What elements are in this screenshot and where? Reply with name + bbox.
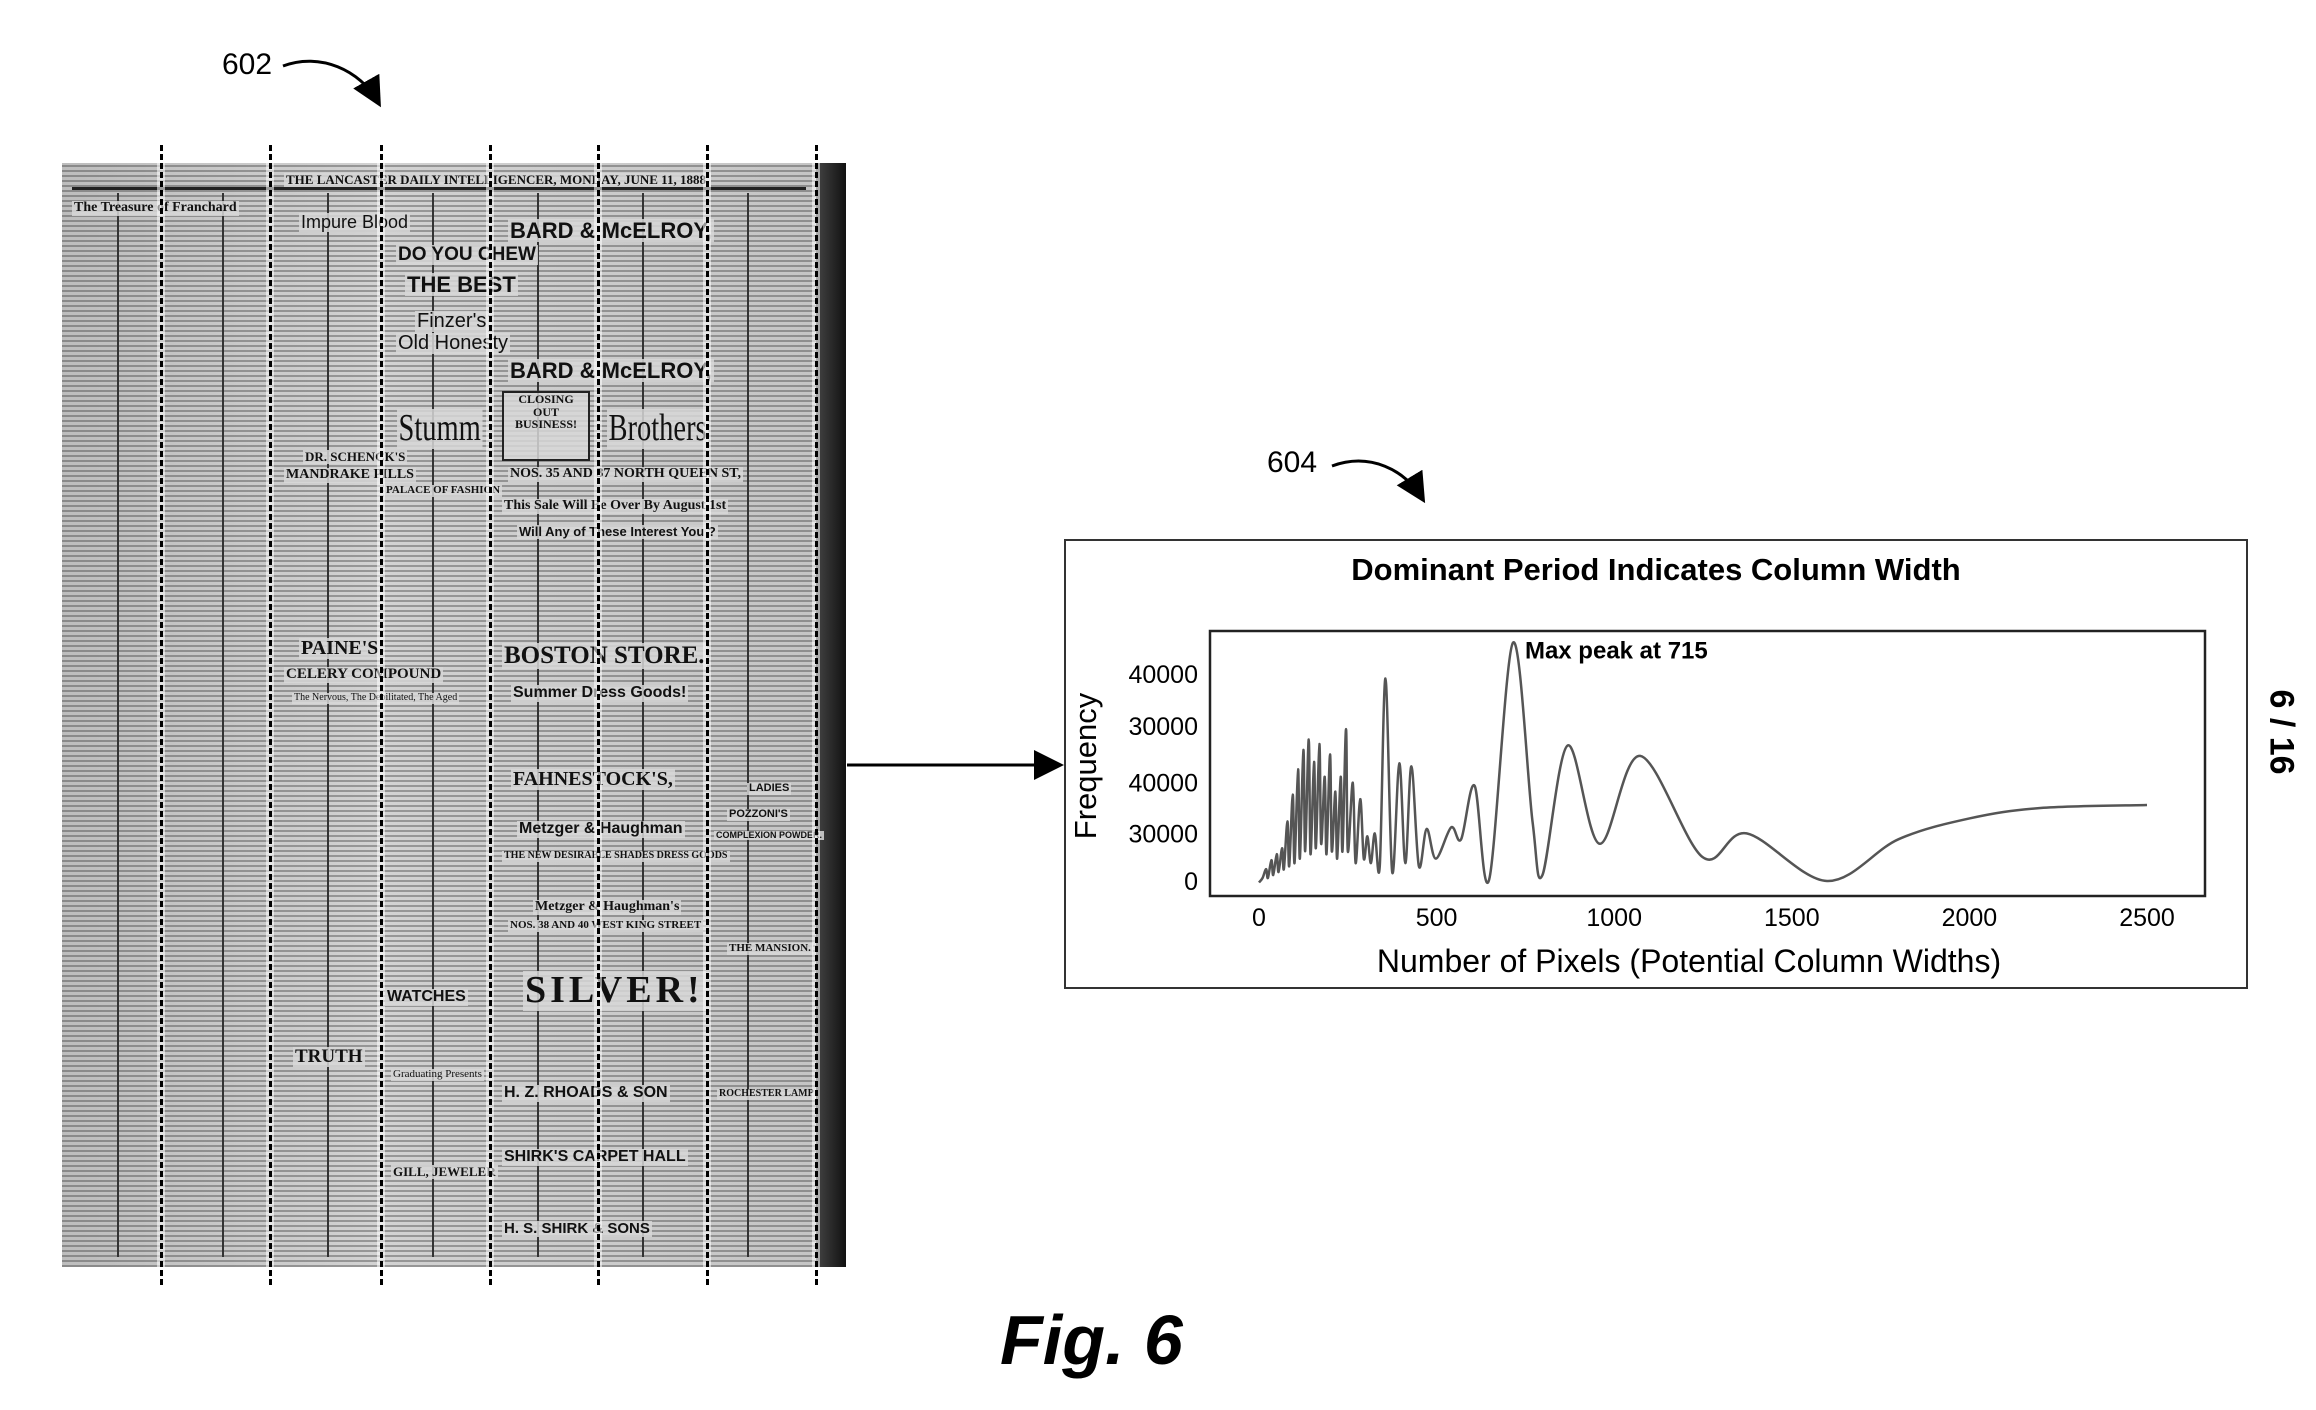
headline: DO YOU CHEW [396,244,538,265]
headline: Brothers [607,407,709,449]
column-boundary-dashed-line [597,145,600,1285]
column-rule [747,193,749,1257]
headline: BOSTON STORE. [502,642,707,670]
column-rule [537,193,539,1257]
headline: Old Honesty [396,332,511,354]
y-tick-label: 30000 [1128,820,1198,848]
masthead: THE LANCASTER DAILY INTELLIGENCER, MONDA… [284,172,712,187]
column-rule [117,193,119,1257]
headline: THE NEW DESIRABLE SHADES DRESS GOODS [502,850,730,862]
column-boundary-dashed-line [815,145,818,1285]
x-tick-label: 1500 [1764,904,1820,932]
leader-arrow-604 [1331,459,1426,504]
headline: BARD & McELROY, [508,218,714,243]
headline: The Nervous, The Debilitated, The Aged [292,692,460,704]
leader-arrow-602 [282,59,381,108]
sheet-number: 6 / 16 [2262,689,2301,775]
scan-edge-shadow [816,163,846,1267]
headline: ROCHESTER LAMP [717,1088,816,1100]
headline-box: CLOSING OUT BUSINESS! [502,391,590,461]
headline: WATCHES [385,988,468,1006]
plot-area-frame [1208,629,2207,898]
x-tick-label: 1000 [1586,904,1642,932]
headline: PALACE OF FASHION [384,484,503,497]
figure-label: Fig. 6 [1000,1301,1183,1379]
column-boundary-dashed-line [160,145,163,1285]
column-rule [432,193,434,1257]
headline: POZZONI'S [727,808,790,821]
reference-numeral-602: 602 [222,48,273,81]
headline: Stumm [397,407,483,449]
headline: CELERY COMPOUND [284,666,444,683]
y-tick-label: 40000 [1128,770,1198,798]
y-tick-label: 0 [1184,868,1198,896]
x-tick-label: 2000 [1942,904,1998,932]
column-boundary-dashed-line [380,145,383,1285]
x-tick-label: 500 [1416,904,1458,932]
chart-frame [1064,539,2248,989]
headline: PAINE'S [299,637,381,659]
headline: H. Z. RHOADS & SON [502,1084,670,1102]
headline: This Sale Will Be Over By August 1st [502,498,729,514]
masthead-rule [72,187,806,190]
x-tick-label: 2500 [2119,904,2175,932]
headline: H. S. SHIRK & SONS [502,1220,652,1237]
headline: LADIES [747,782,792,795]
y-tick-label: 30000 [1128,713,1198,741]
headline: NOS. 35 AND 37 NORTH QUEEN ST, [508,466,744,482]
chart-title: Dominant Period Indicates Column Width [1351,552,1961,587]
max-peak-annotation: Max peak at 715 [1525,638,1708,665]
reference-numeral-604: 604 [1267,446,1318,479]
headline: Metzger & Haughman's [533,899,682,915]
headline: COMPLEXION POWDER. [714,830,825,841]
headline: THE MANSION. [727,942,813,955]
column-rule [327,193,329,1257]
x-tick-label: 0 [1252,904,1266,932]
frequency-series-line [1258,641,2148,885]
column-rule [642,193,644,1257]
column-rule [222,193,224,1257]
column-boundary-dashed-line [269,145,272,1285]
headline: Will Any of These Interest You ? [517,524,718,539]
headline: TRUTH [293,1046,365,1067]
x-axis-label: Number of Pixels (Potential Column Width… [1376,943,2002,979]
headline: The Treasure of Franchard [72,200,239,216]
newspaper-page-image: THE LANCASTER DAILY INTELLIGENCER, MONDA… [62,163,846,1267]
headline: SILVER! [523,969,706,1011]
headline: NOS. 38 AND 40 WEST KING STREET [508,919,704,932]
column-boundary-dashed-line [489,145,492,1285]
headline: FAHNESTOCK'S, [511,768,675,790]
headline: Finzer's [415,310,489,332]
headline: BARD & McELROY, [508,358,714,383]
headline: GILL, JEWELER [391,1164,498,1179]
y-tick-label: 40000 [1128,661,1198,689]
column-boundary-dashed-line [706,145,709,1285]
headline: Graduating Presents [391,1068,484,1081]
